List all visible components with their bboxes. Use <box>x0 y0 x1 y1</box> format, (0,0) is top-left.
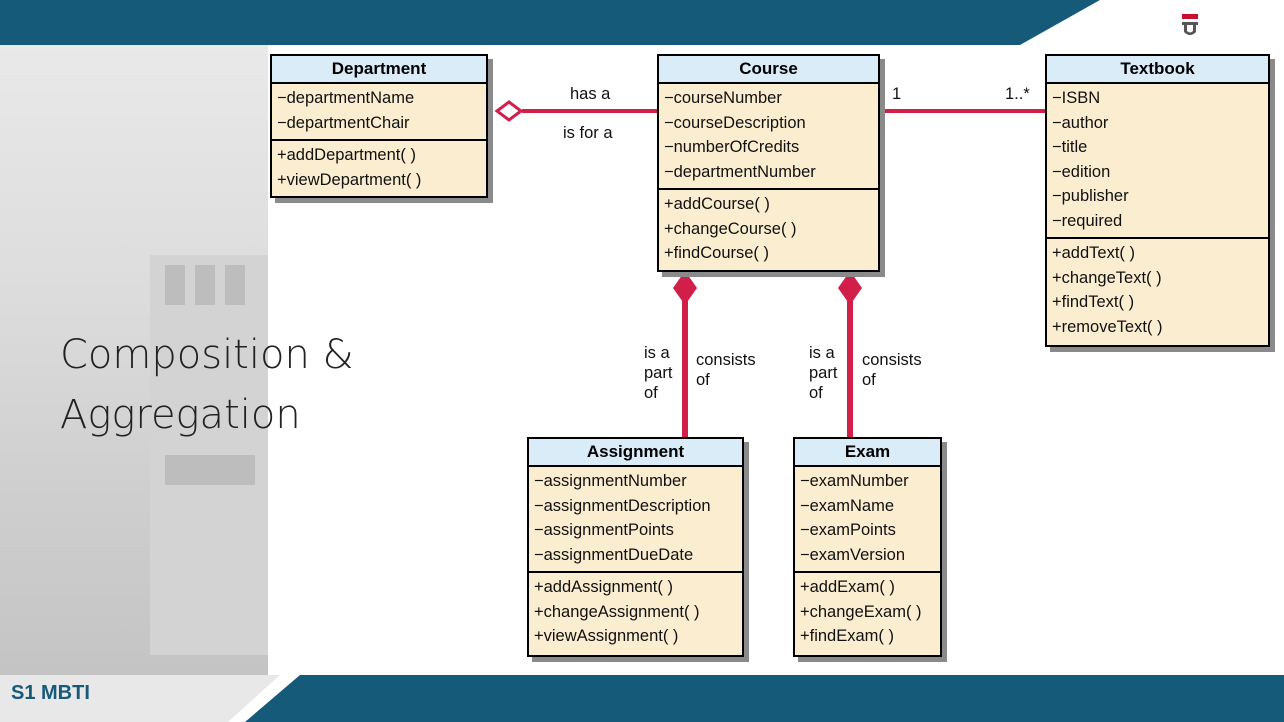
label-line: of <box>809 384 823 402</box>
label-line: part <box>644 364 673 382</box>
attribute: −departmentName <box>277 89 415 107</box>
attribute: −examVersion <box>800 545 906 564</box>
label-line: part <box>809 364 838 382</box>
footer-label: S1 MBTI <box>11 682 90 704</box>
operation: +findCourse( ) <box>664 244 770 262</box>
attribute: −numberOfCredits <box>664 138 800 156</box>
operation: +viewDepartment( ) <box>277 170 422 189</box>
attribute: −examName <box>800 496 894 515</box>
attribute: −author <box>1052 113 1109 132</box>
class-name: Textbook <box>1047 56 1268 84</box>
relation-label-is-a-part-of-exam: is a part of <box>809 343 837 403</box>
attributes-compartment: −ISBN −author −title −edition −publisher… <box>1047 84 1268 237</box>
label-line: of <box>862 371 876 389</box>
operations-compartment: +addDepartment( ) +viewDepartment( ) <box>272 139 486 196</box>
slide-title-line-2: Aggregation <box>60 392 301 438</box>
operation: +removeText( ) <box>1052 317 1163 336</box>
operation: +addText( ) <box>1052 244 1135 262</box>
relation-label-is-a-part-of-assignment: is a part of <box>644 343 672 403</box>
operation: +addCourse( ) <box>664 195 770 213</box>
operation: +viewAssignment( ) <box>534 627 679 645</box>
attributes-compartment: −departmentName −departmentChair <box>272 84 486 139</box>
attribute: −ISBN <box>1052 89 1101 107</box>
footer-wedge-inner <box>0 675 280 722</box>
operations-compartment: +addAssignment( ) +changeAssignment( ) +… <box>529 571 742 653</box>
attribute: −courseDescription <box>664 113 806 132</box>
label-line: consists <box>696 351 756 369</box>
label-line: consists <box>862 351 922 369</box>
operation: +addDepartment( ) <box>277 146 416 164</box>
operation: +changeCourse( ) <box>664 219 797 238</box>
attribute: −title <box>1052 138 1088 156</box>
attribute: −assignmentNumber <box>534 472 687 490</box>
class-name: Course <box>659 56 878 84</box>
university-logo-icon <box>1182 14 1198 35</box>
relation-label-has-a: has a <box>570 85 611 103</box>
attribute: −examNumber <box>800 472 909 490</box>
operations-compartment: +addCourse( ) +changeCourse( ) +findCour… <box>659 188 878 270</box>
operation: +changeExam( ) <box>800 602 922 621</box>
multiplicity-course: 1 <box>892 85 902 103</box>
attribute: −assignmentDueDate <box>534 545 694 564</box>
operation: +changeText( ) <box>1052 268 1162 287</box>
class-assignment: Assignment −assignmentNumber −assignment… <box>527 437 744 657</box>
attribute: −required <box>1052 211 1123 230</box>
attributes-compartment: −courseNumber −courseDescription −number… <box>659 84 878 188</box>
relation-label-is-for-a: is for a <box>563 124 613 142</box>
attributes-compartment: −examNumber −examName −examPoints −examV… <box>795 467 940 571</box>
operation: +changeAssignment( ) <box>534 602 700 621</box>
attribute: −courseNumber <box>664 89 782 107</box>
class-name: Assignment <box>529 439 742 467</box>
attribute: −edition <box>1052 162 1111 181</box>
class-department: Department −departmentName −departmentCh… <box>270 54 488 198</box>
attribute: −departmentNumber <box>664 162 816 181</box>
class-name: Department <box>272 56 486 84</box>
attribute: −assignmentDescription <box>534 496 711 515</box>
attribute: −departmentChair <box>277 113 410 132</box>
operation: +findText( ) <box>1052 293 1135 311</box>
operations-compartment: +addExam( ) +changeExam( ) +findExam( ) <box>795 571 940 653</box>
slide-title-line-1: Composition & <box>60 332 354 378</box>
class-exam: Exam −examNumber −examName −examPoints −… <box>793 437 942 657</box>
background-building <box>150 255 275 655</box>
class-course: Course −courseNumber −courseDescription … <box>657 54 880 272</box>
attribute: −examPoints <box>800 521 896 539</box>
relation-label-consists-of-assignment: consists of <box>696 350 756 390</box>
label-line: of <box>696 371 710 389</box>
attribute: −assignmentPoints <box>534 521 674 539</box>
aggregation-diamond-icon <box>494 100 524 122</box>
attribute: −publisher <box>1052 187 1129 205</box>
operation: +addAssignment( ) <box>534 578 673 596</box>
composition-diamond-icon-assignment <box>673 271 697 305</box>
class-textbook: Textbook −ISBN −author −title −edition −… <box>1045 54 1270 347</box>
operation: +findExam( ) <box>800 627 894 645</box>
label-line: is a <box>644 344 670 362</box>
composition-diamond-icon-exam <box>838 271 862 305</box>
label-line: of <box>644 384 658 402</box>
relation-label-consists-of-exam: consists of <box>862 350 922 390</box>
operation: +addExam( ) <box>800 578 895 596</box>
slide-title: Composition & Aggregation <box>60 325 354 445</box>
multiplicity-textbook: 1..* <box>1005 85 1030 103</box>
operations-compartment: +addText( ) +changeText( ) +findText( ) … <box>1047 237 1268 343</box>
class-name: Exam <box>795 439 940 467</box>
label-line: is a <box>809 344 835 362</box>
attributes-compartment: −assignmentNumber −assignmentDescription… <box>529 467 742 571</box>
